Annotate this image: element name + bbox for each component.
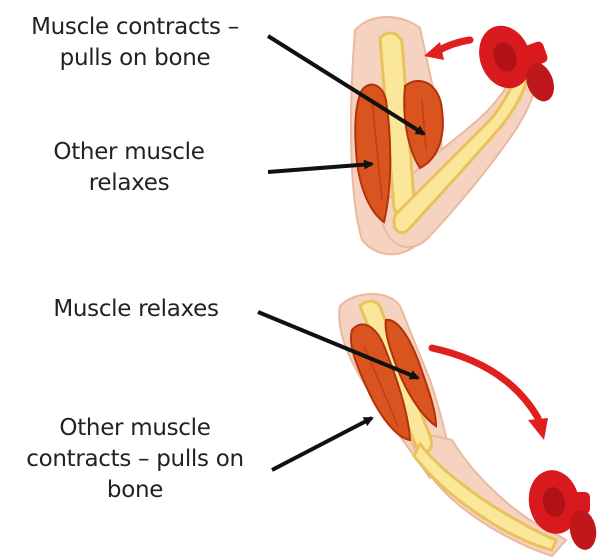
label-other-muscle-contracts-bottom: Other muscle contracts – pulls on bone bbox=[4, 413, 266, 506]
label-line: relaxes bbox=[14, 168, 244, 199]
label-line: pulls on bone bbox=[4, 43, 266, 74]
label-line: Other muscle bbox=[4, 413, 266, 444]
label-line: Muscle contracts – bbox=[4, 12, 266, 43]
motion-arrow-icon bbox=[424, 40, 470, 60]
label-line: Muscle relaxes bbox=[26, 294, 246, 325]
label-line: bone bbox=[4, 475, 266, 506]
label-other-muscle-relaxes-top: Other muscle relaxes bbox=[14, 137, 244, 199]
label-line: Other muscle bbox=[14, 137, 244, 168]
extended-arm bbox=[339, 294, 566, 556]
motion-arrow-icon-2 bbox=[432, 348, 548, 440]
label-muscle-contracts-top: Muscle contracts – pulls on bone bbox=[4, 12, 266, 74]
label-muscle-relaxes-bottom: Muscle relaxes bbox=[26, 294, 246, 325]
pointer-contracts-bottom bbox=[272, 418, 372, 470]
label-line: contracts – pulls on bbox=[4, 444, 266, 475]
